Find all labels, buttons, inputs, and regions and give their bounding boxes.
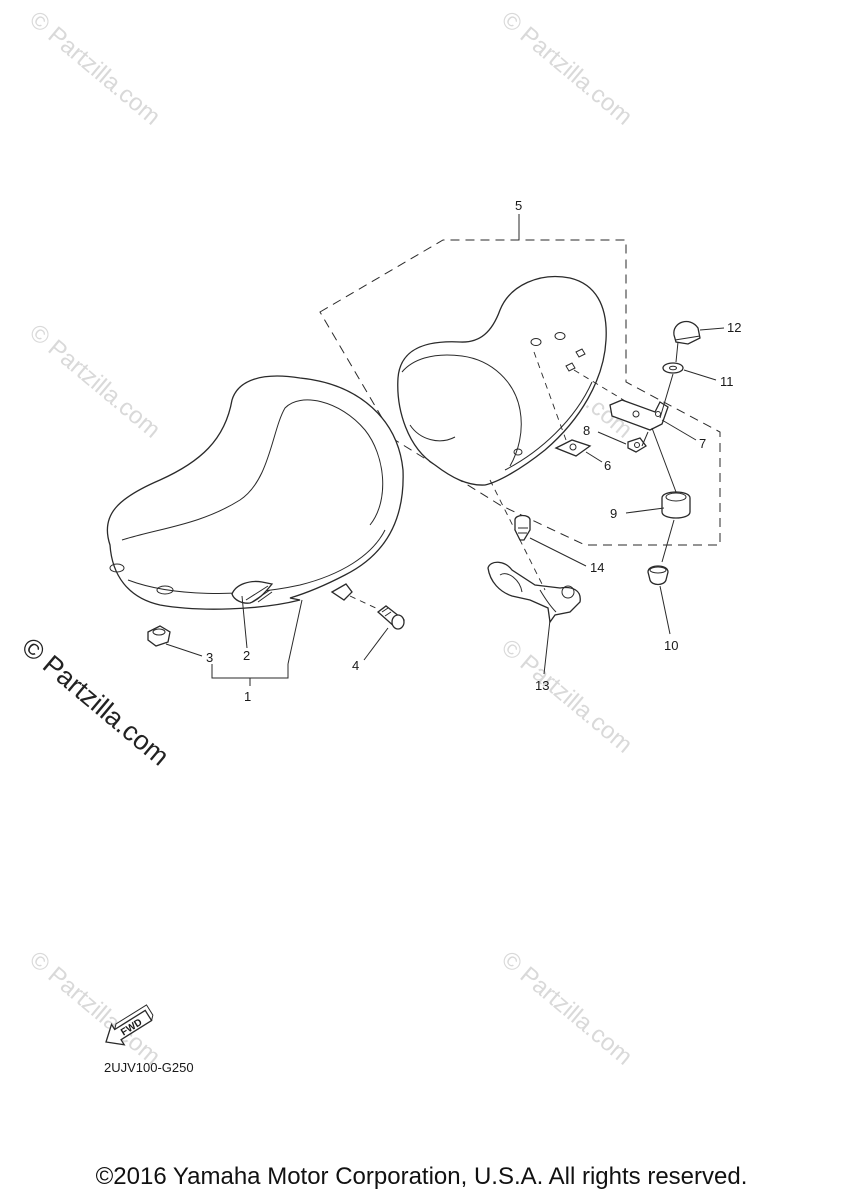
watermark-bottom-left: © Partzilla.com [24,946,165,1071]
watermark-lower-right: © Partzilla.com [496,634,637,759]
seat-lock-bracket [487,561,581,624]
plate-nut [554,439,592,457]
callout-10: 10 [664,638,678,653]
leader-12 [699,327,725,331]
grommet [661,491,691,519]
callout-7: 7 [699,436,706,451]
callout-14: 14 [590,560,604,575]
rear-seat-side [504,381,593,471]
leader-6 [585,451,603,463]
bracket-hole-1 [632,410,640,418]
rear-seat-body [397,275,607,486]
leader-1-bracket [211,664,289,679]
watermark-mid-left: © Partzilla.com [24,319,165,444]
front-seat-side-edge [127,529,386,595]
hook-bolt-thread [518,527,528,534]
plate-nut-hole [569,443,577,451]
watermark-main-layer: © Partzilla.com [16,632,175,772]
seat-lock-bracket-detail [499,573,575,613]
leader-1-to-seat [287,599,303,665]
rear-seat-corner-mark [565,348,586,372]
callout-6: 6 [604,458,611,473]
leader-10 [659,585,671,635]
leader-lines [165,214,725,686]
hardware-axis-upper [641,341,679,447]
callout-labels: 1 2 3 4 5 6 7 8 9 10 11 12 13 14 [206,198,741,704]
callout-13: 13 [535,678,549,693]
bracket-hole-2 [655,411,661,417]
cap-nut [673,320,701,345]
damper-nut-top [152,628,166,636]
lock-alignment-line [489,479,546,591]
washer-hole [669,365,677,371]
watermark-top-left: © Partzilla.com [24,6,165,131]
watermark-main: © Partzilla.com [16,632,175,772]
leader-8 [597,431,627,445]
bracket-alignment-line-1 [573,369,641,411]
front-seat-hole-left [109,563,125,573]
leader-7 [661,419,697,441]
diagram-code: 2UJV100-G250 [104,1060,194,1075]
hardware-axis-lower [651,427,677,563]
grommet-top [665,492,687,502]
seat-tag-hatch [245,585,273,603]
callout-11: 11 [720,374,734,389]
leader-3 [165,643,203,657]
leader-2 [241,595,248,649]
rear-seat [397,275,607,486]
cap-nut-base [674,335,701,341]
leader-13 [543,619,551,675]
front-seat [106,375,404,610]
fwd-arrow-shape [105,1009,153,1046]
bolt-alignment-line [349,595,381,611]
flange-bolt-thread [381,607,392,617]
flange-bolt-head [391,614,405,630]
leader-4 [363,627,389,661]
callout-2: 2 [243,648,250,663]
hex-nut-hole [634,442,640,448]
rear-seat-hole-1 [530,338,542,346]
callout-8: 8 [583,423,590,438]
front-seat-surface-line [121,399,384,541]
rear-seat-front-notch [409,424,456,442]
washer [662,362,684,374]
front-seat-mount-bracket [330,583,353,601]
leader-9 [625,507,665,514]
copyright-notice: ©2016 Yamaha Motor Corporation, U.S.A. A… [95,1163,748,1190]
leader-11 [683,369,717,381]
callout-4: 4 [352,658,359,673]
collar [647,565,669,586]
front-seat-hole-bottom [156,585,174,595]
callout-5: 5 [515,198,522,213]
rear-seat-hole-3 [513,448,523,456]
callout-3: 3 [206,650,213,665]
rear-seat-hole-2 [554,332,566,340]
hex-nut [627,437,647,453]
callout-12: 12 [727,320,741,335]
rear-seat-rim [401,354,522,467]
fwd-arrow-shadow [114,1004,154,1030]
leader-14 [529,537,587,567]
front-seat-body [106,375,404,610]
watermark-bottom-right: © Partzilla.com [496,946,637,1071]
watermark-top-right: © Partzilla.com [496,6,637,131]
collar-top [649,566,667,574]
bracket-alignment-line-2 [533,351,567,441]
callout-9: 9 [610,506,617,521]
callout-1: 1 [244,689,251,704]
